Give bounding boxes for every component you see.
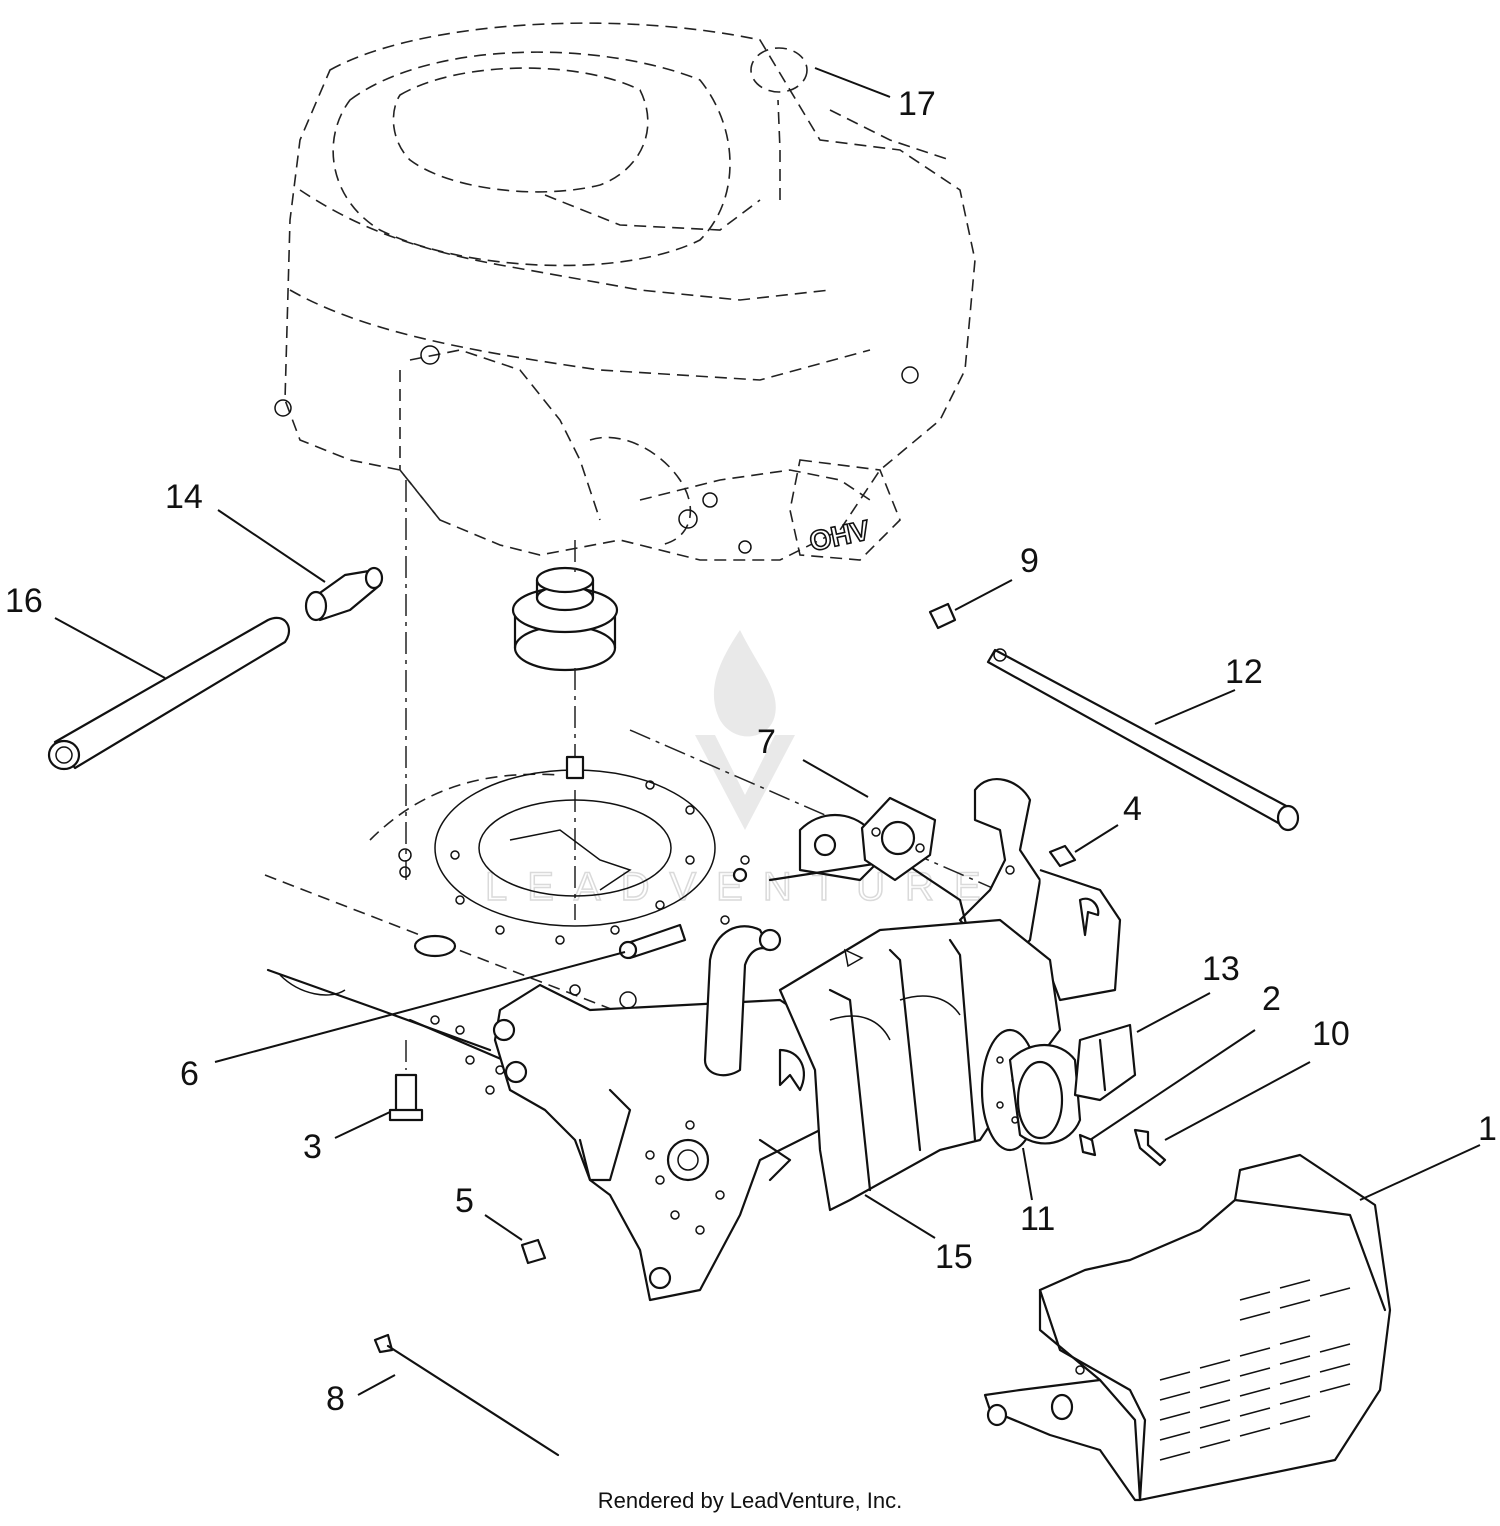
leader-lines [54, 67, 1481, 1396]
callout-3: 3 [303, 1128, 322, 1166]
exhaust-manifold [703, 813, 972, 1077]
callout-11: 11 [1020, 1200, 1055, 1238]
spark-arrestor [1073, 1023, 1137, 1102]
callout-2: 2 [1262, 980, 1281, 1018]
muffler [778, 918, 1062, 1212]
watermark-v-icon [695, 735, 795, 830]
callout-6: 6 [180, 1055, 199, 1093]
hardware [388, 602, 1167, 1265]
exhaust-outlet [980, 1028, 1082, 1152]
callout-10: 10 [1312, 1015, 1350, 1053]
watermark-flame-icon [713, 630, 776, 737]
fuel-hose [47, 616, 291, 771]
callout-7: 7 [757, 723, 776, 761]
rod [986, 648, 1300, 832]
callout-labels: 1 2 3 4 5 6 7 8 9 10 11 12 13 14 15 16 1… [5, 85, 1497, 1418]
cable-tie [373, 1333, 560, 1457]
engine: OHV [274, 22, 976, 561]
right-bracket [958, 778, 1122, 1002]
callout-8: 8 [326, 1380, 345, 1418]
side-bracket [492, 983, 862, 1302]
callout-17: 17 [898, 85, 936, 123]
callout-5: 5 [455, 1182, 474, 1220]
heat-shield [983, 1153, 1392, 1502]
decal-17 [750, 47, 808, 93]
callout-9: 9 [1020, 542, 1039, 580]
engine-ohv-marking: OHV [807, 514, 873, 557]
fuel-filter [304, 566, 384, 622]
callout-12: 12 [1225, 653, 1263, 691]
callout-4: 4 [1123, 790, 1142, 828]
callout-15: 15 [935, 1238, 973, 1276]
callout-16: 16 [5, 582, 43, 620]
watermark: LEADVENTURE [484, 630, 981, 910]
footer-credit: Rendered by LeadVenture, Inc. [597, 1488, 903, 1513]
callout-1: 1 [1478, 1110, 1497, 1148]
callout-13: 13 [1202, 950, 1240, 988]
alignment-lines [405, 480, 1021, 1070]
callout-14: 14 [165, 478, 203, 516]
engine-pulley [511, 566, 619, 672]
